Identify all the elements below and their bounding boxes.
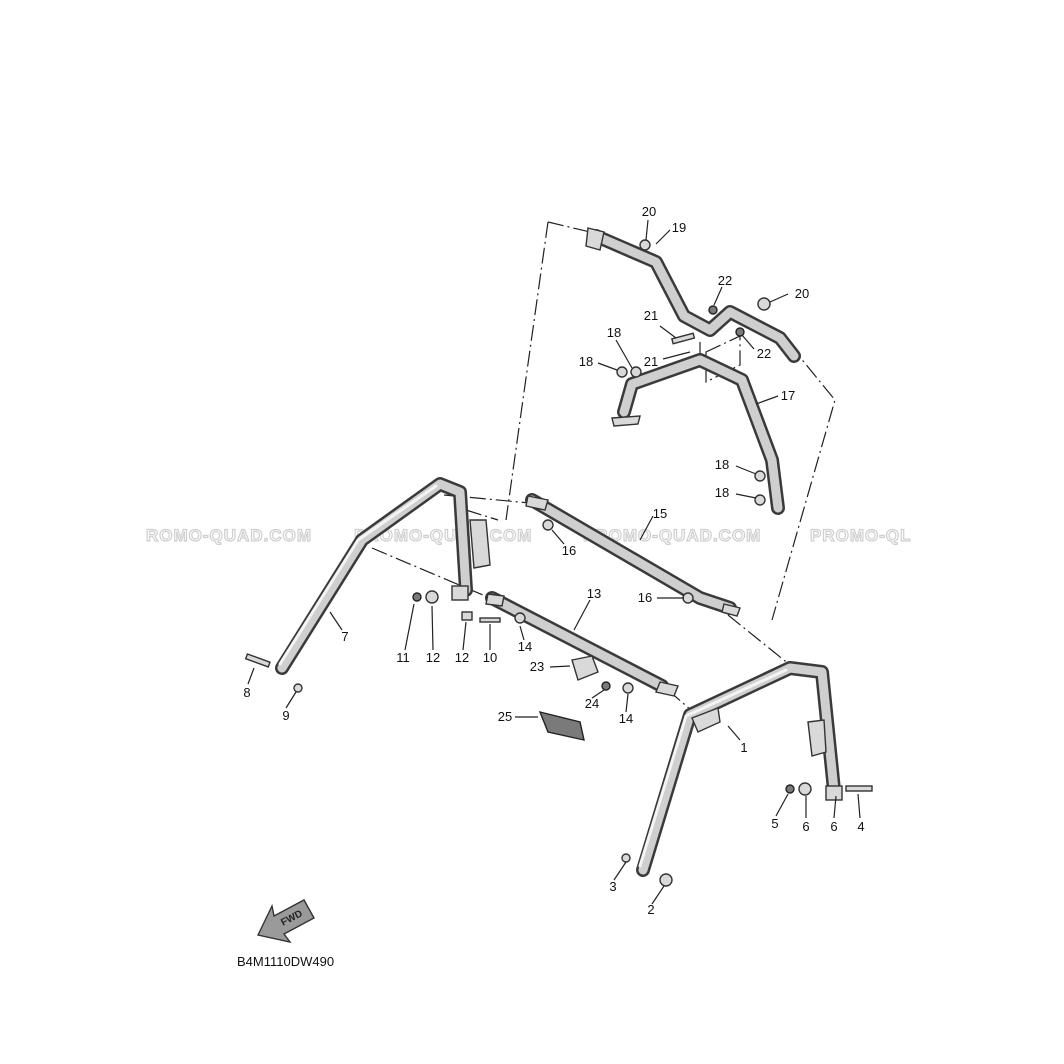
callout-label: 6: [802, 819, 809, 834]
cover-icon: [538, 710, 585, 741]
fwd-arrow-icon: FWD: [256, 899, 315, 944]
callout-label: 22: [757, 346, 771, 361]
assembly-lines: [371, 221, 836, 719]
nut-icon: [735, 327, 745, 337]
assembly-line: [771, 344, 836, 621]
callout-label: 2: [647, 902, 654, 917]
callout-label: 18: [579, 354, 593, 369]
bolt-icon: [757, 297, 771, 311]
bolt-icon: [845, 785, 873, 792]
callout-label: 23: [530, 659, 544, 674]
callout-label: 8: [243, 685, 250, 700]
callout-label: 12: [455, 650, 469, 665]
bolt-icon: [244, 653, 271, 668]
leader-lines: [247, 219, 861, 905]
spacer-icon: [461, 611, 473, 621]
bolt-icon: [514, 612, 526, 624]
callout-label: 1: [740, 740, 747, 755]
bolt-icon: [659, 873, 673, 887]
bolt-icon: [754, 470, 766, 482]
nut-icon: [785, 784, 795, 794]
callout-label: 20: [795, 286, 809, 301]
callout-label: 18: [607, 325, 621, 340]
callout-label: 6: [830, 819, 837, 834]
washer-icon: [425, 590, 439, 604]
hardware: [244, 239, 873, 887]
callout-label: 21: [644, 354, 658, 369]
bolt-icon: [639, 239, 651, 251]
bolt-icon: [479, 617, 501, 623]
assembly-line: [505, 221, 549, 521]
assembly-line: [465, 509, 499, 521]
part-15-bar: [525, 493, 741, 617]
bolt-icon: [622, 682, 634, 694]
callout-label: 15: [653, 506, 667, 521]
callout-label: 18: [715, 485, 729, 500]
nut-icon: [412, 592, 422, 602]
callout-label: 21: [644, 308, 658, 323]
bolt-icon: [754, 494, 766, 506]
callout-label: 24: [585, 696, 599, 711]
bolt-icon: [616, 366, 628, 378]
callout-label: 14: [619, 711, 633, 726]
callout-label: 20: [642, 204, 656, 219]
nut-icon: [708, 305, 718, 315]
callout-label: 22: [718, 273, 732, 288]
assembly-line: [547, 221, 591, 233]
washer-icon: [293, 683, 303, 693]
assembly-line: [705, 335, 741, 383]
watermark-text: ROMO-QUAD.COM: [146, 526, 312, 545]
callouts: 20 19 22 20 21 18 21 22 18 17 18 18 15 1…: [243, 204, 864, 917]
callout-label: 4: [857, 819, 864, 834]
part-19-bar: [585, 227, 801, 363]
drawing-code: B4M1110DW490: [237, 954, 334, 969]
callout-label: 16: [562, 543, 576, 558]
part-13-bar: [485, 591, 679, 697]
callout-label: 11: [396, 650, 410, 665]
part-17-bar: [611, 353, 785, 515]
callout-label: 13: [587, 586, 601, 601]
assembly-line: [727, 614, 791, 666]
callout-label: 19: [672, 220, 686, 235]
watermark-text: PROMO-QL: [810, 526, 912, 545]
callout-label: 10: [483, 650, 497, 665]
bolt-icon: [682, 592, 694, 604]
watermark-text: PROMO-QUAD.COM: [583, 526, 761, 545]
bolt-icon: [630, 366, 642, 378]
bolt-icon: [542, 519, 554, 531]
washer-icon: [621, 853, 631, 863]
callout-label: 9: [282, 708, 289, 723]
callout-label: 3: [609, 879, 616, 894]
part-1-hoop: [636, 661, 843, 877]
nut-icon: [601, 681, 611, 691]
pin-icon: [670, 332, 696, 345]
callout-label: 7: [341, 629, 348, 644]
washer-icon: [798, 782, 812, 796]
callout-label: 12: [426, 650, 440, 665]
callout-label: 17: [781, 388, 795, 403]
bracket-icon: [571, 655, 599, 681]
callout-label: 16: [638, 590, 652, 605]
part-7-hoop: [275, 477, 491, 675]
callout-label: 5: [771, 816, 778, 831]
callout-label: 18: [715, 457, 729, 472]
callout-label: 25: [498, 709, 512, 724]
callout-label: 14: [518, 639, 532, 654]
